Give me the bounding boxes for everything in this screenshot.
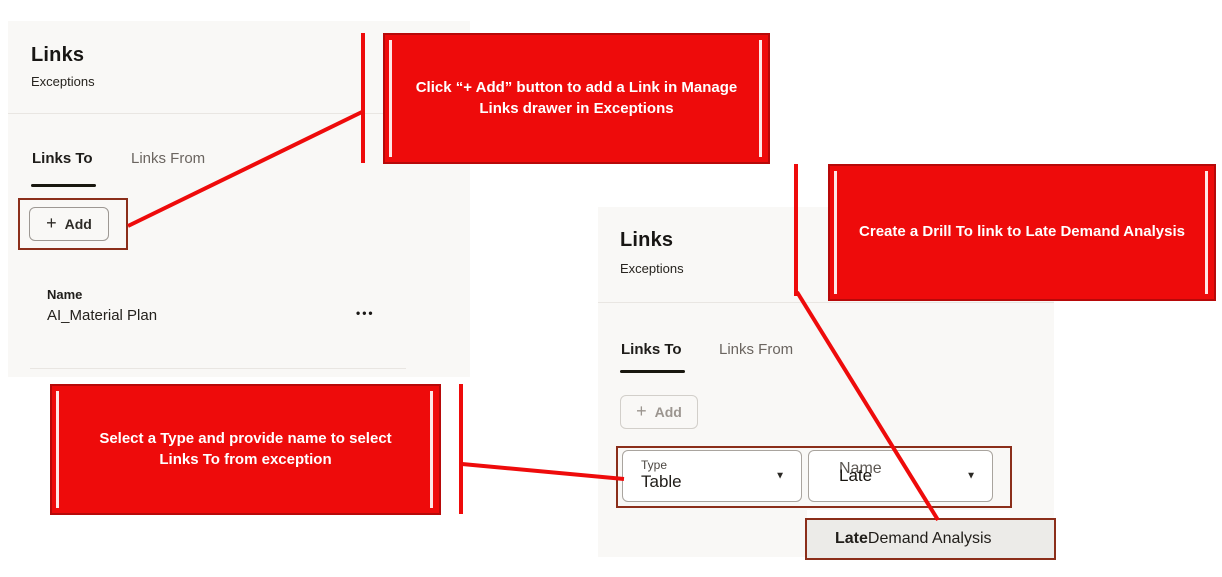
callout-add-link-text: Click “+ Add” button to add a Link in Ma… <box>415 79 738 117</box>
suggestion-rest-text: Demand Analysis <box>867 530 992 547</box>
suggestion-match-text: Late <box>835 530 868 547</box>
page-title: Links <box>31 44 85 66</box>
chevron-down-icon: ▼ <box>775 470 785 482</box>
name-column-header: Name <box>47 287 83 302</box>
add-button-disabled[interactable]: + Add <box>620 395 698 429</box>
add-button-label: Add <box>654 404 682 420</box>
tab-links-to[interactable]: Links To <box>621 341 682 358</box>
page-subtitle: Exceptions <box>31 74 95 89</box>
add-button-label: Add <box>64 216 92 232</box>
link-row-name: AI_Material Plan <box>47 307 158 324</box>
type-dropdown-label: Type <box>641 458 668 472</box>
plus-icon: + <box>636 401 647 421</box>
header-divider <box>598 302 1054 303</box>
add-button[interactable]: + Add <box>29 207 109 241</box>
tab-links-from[interactable]: Links From <box>131 150 206 167</box>
row-divider <box>30 368 406 369</box>
active-tab-underline <box>620 370 685 373</box>
tab-links-from[interactable]: Links From <box>719 341 794 358</box>
more-actions-icon[interactable]: ••• <box>356 306 375 320</box>
page-subtitle: Exceptions <box>620 261 684 276</box>
callout-add-link: Click “+ Add” button to add a Link in Ma… <box>383 33 770 164</box>
callout-select-type-text: Select a Type and provide name to select… <box>99 430 392 468</box>
callout-drill-to: Create a Drill To link to Late Demand An… <box>828 164 1216 301</box>
type-dropdown[interactable]: Type Table ▼ <box>622 450 802 502</box>
callout-select-type: Select a Type and provide name to select… <box>50 384 441 515</box>
callout-drill-to-text: Create a Drill To link to Late Demand An… <box>859 223 1185 241</box>
plus-icon: + <box>46 213 57 233</box>
chevron-down-icon: ▼ <box>966 470 976 482</box>
active-tab-underline <box>31 184 96 187</box>
name-dropdown-value: Late <box>839 466 873 485</box>
tab-links-to[interactable]: Links To <box>32 150 93 167</box>
suggestion-item-late-demand-analysis[interactable]: Late Demand Analysis <box>805 518 1056 560</box>
page-title: Links <box>620 229 674 251</box>
name-dropdown[interactable]: Name Late ▼ <box>808 450 993 502</box>
type-dropdown-value: Table <box>641 472 682 491</box>
